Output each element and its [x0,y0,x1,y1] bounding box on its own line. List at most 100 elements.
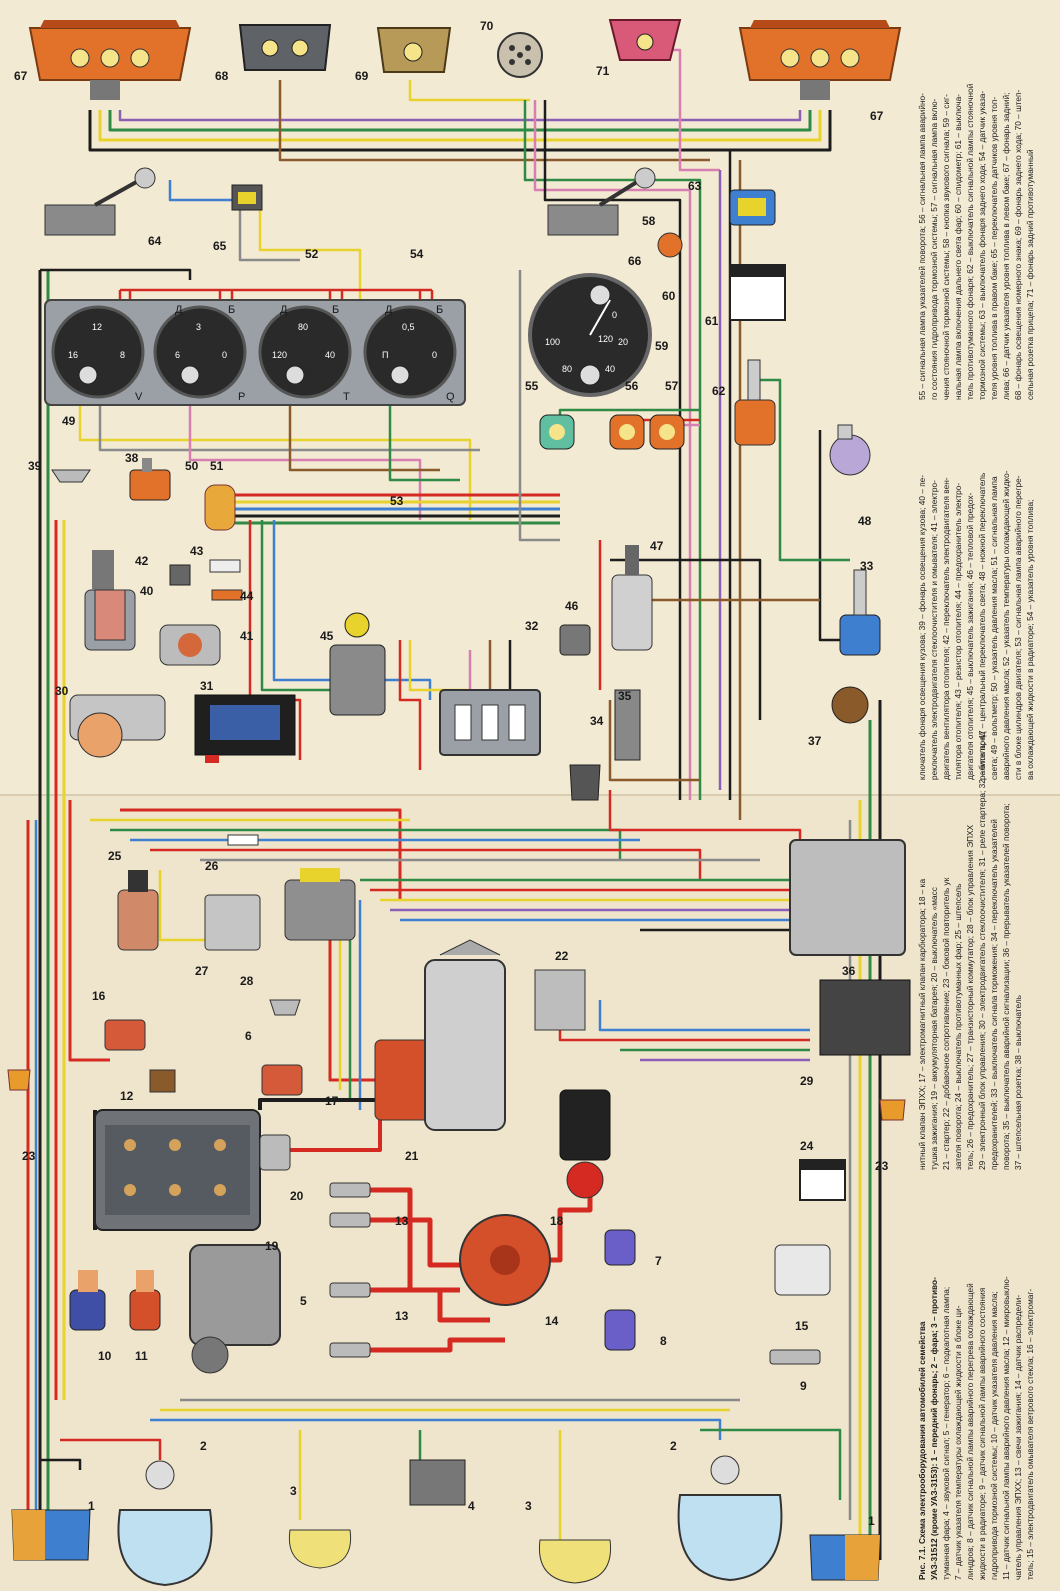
callout-1: 1 [88,1499,95,1513]
rear-lamp-right [738,20,902,100]
temp-tick-40: 40 [325,350,335,360]
callout-7: 7 [655,1254,662,1268]
fuel-tick-p: П [382,350,388,360]
callout-56: 56 [625,379,639,393]
caption-mid-4: тилятора отопителя; 43 – резистор отопит… [953,483,963,780]
accessory-socket [831,686,869,724]
transistor-switch [204,894,261,951]
callout-2b: 2 [670,1439,677,1453]
fuel-sender-right-tank [44,167,156,236]
caption-top-1: 55 – сигнальная лампа указателей поворот… [917,93,927,400]
caption-top-3: чения стояночной тормозной системы; 58 –… [941,94,951,400]
heater-fan-motor [159,624,221,666]
idle-cutoff-valve [104,1019,146,1051]
terminal-d-2: Д [280,304,288,316]
callout-36: 36 [842,964,856,978]
callout-57: 57 [665,379,679,393]
speedometer: 120 100 80 40 20 0 [528,273,652,397]
callout-70: 70 [480,19,494,33]
terminal-b-1: Б [228,304,235,316]
caption-line-10: тель; 15 – электродвигатель омывателя ве… [1025,1289,1035,1580]
callout-32: 32 [525,619,539,633]
callout-60: 60 [662,289,676,303]
callout-3: 3 [290,1484,297,1498]
rear-lamp-left [28,20,192,100]
rear-fog-lamp [608,19,682,61]
mass-switch [259,1134,291,1171]
hazard-switch [614,689,641,761]
caption-right-6: 29 – электронный блок управления; 30 – э… [977,732,987,1170]
volt-tick-12: 12 [92,322,102,332]
horn-button [657,232,683,258]
turn-signal-flasher [789,839,906,956]
turn-signal-switch [569,764,601,801]
callout-5: 5 [300,1294,307,1308]
starter-relay [194,694,296,763]
caption-line-9: чатель управления ЭПХХ; 13 – свечи зажиг… [1013,1295,1023,1580]
terminal-d-1: Д [175,304,183,316]
caption-top-4: нальная лампа включения дальнего света ф… [953,94,963,400]
caption-mid-7: света; 49 – вольтметр; 50 – указатель да… [989,476,999,780]
callout-37: 37 [808,734,822,748]
oil-pressure-gauge [153,305,247,399]
callout-25: 25 [108,849,122,863]
callout-21: 21 [405,1149,419,1163]
callout-54: 54 [410,247,424,261]
fog-lamp-switch [729,264,786,321]
utility-socket [117,870,159,951]
callout-62: 62 [712,384,726,398]
caption-mid-1: ключатель фонаря освещения кузова; 39 – … [917,475,927,780]
callout-14: 14 [545,1314,559,1328]
callout-35: 35 [618,689,632,703]
callout-3b: 3 [525,1499,532,1513]
speedo-tick-80: 80 [562,364,572,374]
callout-67b: 67 [870,109,884,123]
callout-31: 31 [200,679,214,693]
speedo-tick-100: 100 [545,337,560,347]
ignition-coil [559,1089,611,1199]
wiper-motor [69,694,166,758]
temp-tick-120: 120 [272,350,287,360]
wiper-washer-switch [84,550,136,651]
callout-12: 12 [120,1089,134,1103]
fuel-letter: Q [446,391,455,403]
underhood-lamp [269,999,301,1016]
brake-fluid-warning-lamp [609,414,645,450]
body-light-lamp [51,469,91,483]
temperature-letter: T [343,391,350,403]
caption-block-mid-lower: нитный клапан ЭПХХ; 17 – электромагнитны… [917,732,1023,1170]
temperature-gauge [258,305,352,399]
callout-2: 2 [200,1439,207,1453]
reverse-lamp [376,27,452,73]
callout-10: 10 [98,1349,112,1363]
idle-microswitch [149,1069,176,1093]
callout-38: 38 [125,451,139,465]
caption-top-10: сельная розетка прицепа; 71 – фонарь зад… [1025,149,1035,400]
front-parking-lamp-left [11,1509,91,1561]
fog-lamp-left [288,1529,352,1569]
callout-46: 46 [565,599,579,613]
caption-mid-8: аварийного давления масла; 52 – указател… [1001,470,1011,780]
voltmeter-gauge [51,305,145,399]
ignition-switch [329,612,386,716]
callout-71: 71 [596,64,610,78]
callout-26: 26 [205,859,219,873]
caption-mid-5: двигателя отопителя; 45 – выключатель за… [965,492,975,780]
caption-line-4: 7 – датчик указателя температуры охлажда… [953,1305,963,1580]
coolant-temp-sensor [604,1229,636,1266]
callout-6: 6 [245,1029,252,1043]
fog-lamp-right [538,1539,612,1584]
callout-67: 67 [14,69,28,83]
callout-18: 18 [550,1214,564,1228]
volt-tick-8: 8 [120,350,125,360]
press-tick-0: 0 [222,350,227,360]
speedo-tick-40: 40 [605,364,615,374]
callout-64: 64 [148,234,162,248]
caption-top-8: лива; 66 – датчик указателя уровня топли… [1001,93,1011,400]
parking-brake-warning-lamp [649,414,685,450]
callout-58: 58 [642,214,656,228]
callout-numbers: 67 67 68 69 70 71 64 65 66 58 63 61 62 6… [14,19,889,1528]
caption-mid-9: сти в блоке цилиндров двигателя; 53 – си… [1013,475,1023,780]
caption-right-3: 21 – стартер; 22 – добавочное сопротивле… [941,877,951,1170]
